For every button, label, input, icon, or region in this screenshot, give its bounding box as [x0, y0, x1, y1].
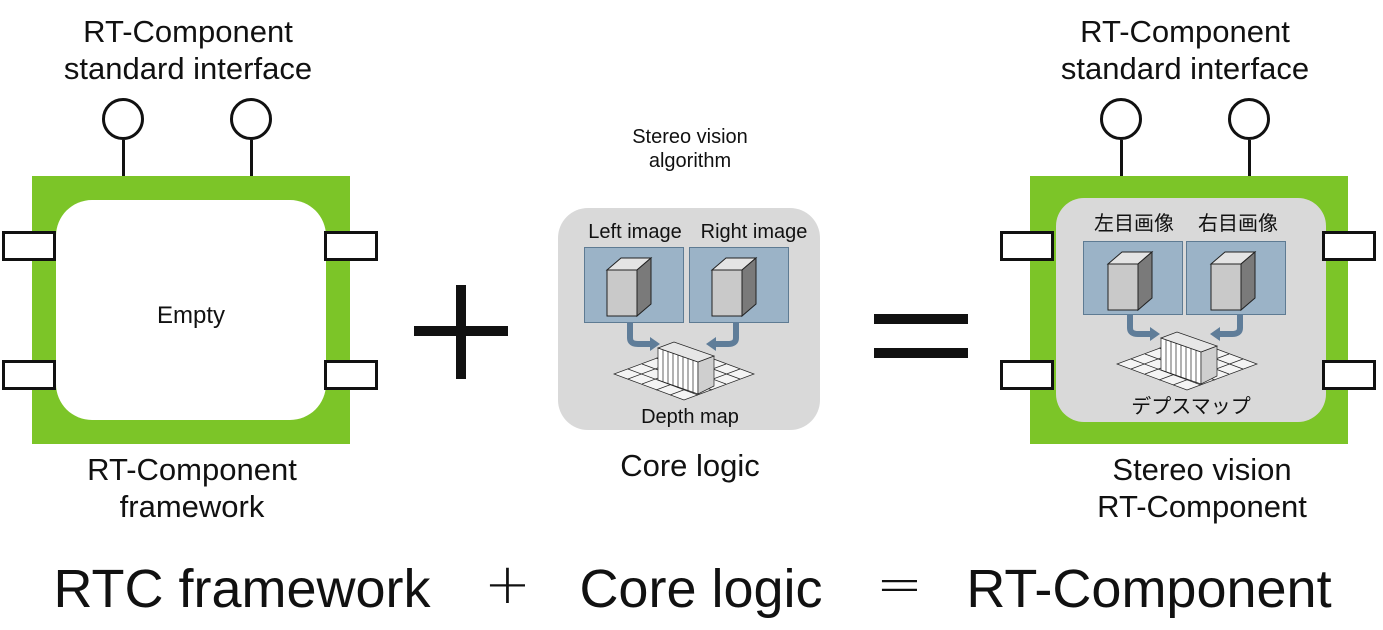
core-right-image-label: Right image	[700, 221, 808, 243]
arrow-left-icon	[627, 322, 650, 347]
right-port-out-1	[1322, 231, 1376, 261]
equation-term-core-logic: Core logic	[579, 559, 823, 619]
cube-icon	[605, 256, 653, 318]
cube-icon	[1209, 250, 1257, 312]
right-depth-map-graphic	[1115, 314, 1259, 391]
right-interface-label-line1: RT-Component	[1080, 14, 1290, 49]
core-right-image	[689, 247, 789, 323]
right-left-image-label: 左目画像	[1094, 213, 1174, 235]
left-component-caption: RT-Component framework	[42, 452, 342, 525]
cube-icon	[710, 256, 758, 318]
core-depth-map-label: Depth map	[641, 406, 739, 428]
right-right-image	[1186, 241, 1286, 315]
core-title-line2: algorithm	[648, 149, 732, 172]
right-port-out-2	[1322, 360, 1376, 390]
core-title: Stereo vision algorithm	[590, 126, 790, 173]
right-interface-knob-1	[1100, 98, 1142, 140]
left-interface-stem-2	[250, 140, 253, 176]
right-component-caption: Stereo vision RT-Component	[1052, 452, 1352, 525]
right-interface-stem-2	[1248, 140, 1251, 176]
left-interface-label: RT-Component standard interface	[38, 14, 338, 87]
core-title-line1: Stereo vision	[632, 126, 748, 148]
arrow-left-icon	[1127, 314, 1150, 337]
equation-term-rt-component: RT-Component	[966, 559, 1332, 619]
arrow-right-icon	[716, 322, 739, 347]
equation-term-framework: RTC framework	[53, 559, 431, 619]
equals-bar-top	[874, 314, 968, 324]
plus-bar-vertical	[456, 285, 466, 379]
left-component-body-text: Empty	[156, 302, 225, 329]
left-interface-stem-1	[122, 140, 125, 176]
right-depth-map-label: デプスマップ	[1131, 396, 1251, 418]
left-port-out-1	[324, 231, 378, 261]
left-component-inner	[56, 200, 326, 420]
left-port-out-2	[324, 360, 378, 390]
arrow-right-icon	[1220, 314, 1243, 337]
cube-icon	[1106, 250, 1154, 312]
left-interface-knob-2	[230, 98, 272, 140]
equation-equals: =	[876, 552, 923, 617]
core-depth-map-graphic	[612, 322, 756, 401]
right-port-in-1	[1000, 231, 1054, 261]
right-caption-line1: Stereo vision	[1112, 452, 1292, 487]
right-interface-label-line2: standard interface	[1060, 50, 1310, 86]
right-interface-knob-2	[1228, 98, 1270, 140]
equation-plus: +	[484, 552, 531, 617]
core-left-image-label: Left image	[588, 221, 682, 243]
plus-operator	[414, 285, 508, 379]
right-interface-stem-1	[1120, 140, 1123, 176]
equals-bar-bottom	[874, 348, 968, 358]
left-port-in-2	[2, 360, 56, 390]
right-port-in-2	[1000, 360, 1054, 390]
right-right-image-label: 右目画像	[1198, 213, 1278, 235]
left-caption-line2: framework	[119, 488, 265, 524]
right-interface-label: RT-Component standard interface	[1035, 14, 1335, 87]
left-interface-knob-1	[102, 98, 144, 140]
core-caption: Core logic	[620, 448, 760, 483]
left-interface-label-line1: RT-Component	[83, 14, 293, 49]
core-left-image	[584, 247, 684, 323]
equals-operator	[874, 314, 968, 358]
right-left-image	[1083, 241, 1183, 315]
left-interface-label-line2: standard interface	[63, 50, 313, 86]
left-port-in-1	[2, 231, 56, 261]
left-caption-line1: RT-Component	[87, 452, 297, 487]
right-caption-line2: RT-Component	[1097, 488, 1307, 524]
